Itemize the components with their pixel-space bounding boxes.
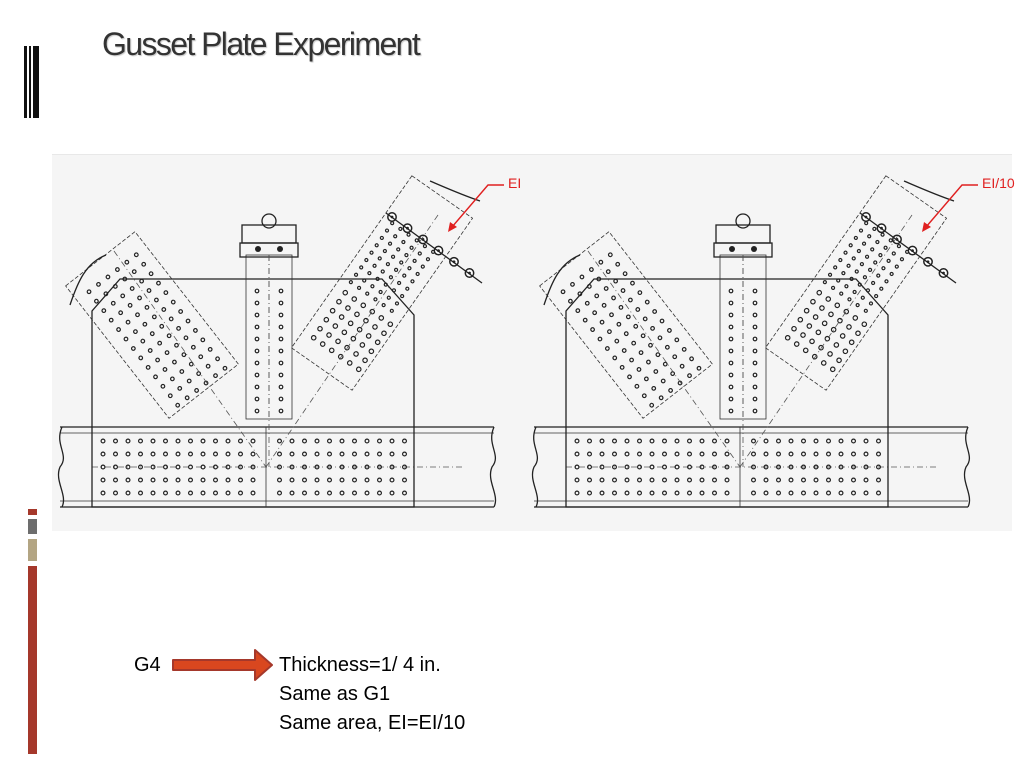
right-diagonal-bolt-holes	[784, 289, 868, 373]
slide-title: Gusset Plate Experiment	[102, 26, 421, 62]
accent-bar-red-long	[28, 566, 37, 754]
actuator-block	[241, 224, 297, 244]
chord-bolt-holes-right	[277, 438, 408, 496]
left-diagonal-member	[65, 231, 239, 419]
beam-break-left	[57, 426, 65, 508]
chord-bolt-holes-right	[751, 438, 882, 496]
work-line-left	[113, 250, 267, 468]
accent-bar-red-small	[28, 509, 37, 515]
gusset-plate-outline	[91, 278, 415, 508]
gusset-drawing-1	[57, 175, 504, 508]
callout-leader-line	[451, 184, 504, 228]
actuator-bolt	[729, 246, 735, 252]
corner-decoration	[24, 46, 40, 118]
accent-bar-tan	[28, 539, 37, 561]
right-diagonal-break	[429, 180, 481, 202]
actuator-pin	[261, 213, 277, 229]
drawing-panel: EI EI/10	[52, 154, 1015, 531]
flange-plate-edge	[859, 212, 957, 284]
left-diagonal-break	[69, 254, 107, 306]
gusset-drawings	[57, 175, 978, 508]
note-stiffness: Same area, EI=EI/10	[279, 712, 466, 734]
actuator-bolt	[277, 246, 283, 252]
beam-break-right	[963, 426, 971, 508]
beam-break-right	[489, 426, 497, 508]
callout-label-ei-10: EI/10	[982, 175, 1015, 191]
vertical-bolt-holes	[728, 288, 758, 414]
right-diagonal-member	[290, 175, 474, 391]
vertical-bolt-holes	[254, 288, 284, 414]
work-line-right	[265, 214, 439, 468]
note-thickness: Thickness=1/ 4 in.	[279, 654, 441, 676]
right-diagonal-break	[903, 180, 955, 202]
specimen-label: G4	[134, 654, 161, 676]
right-arrow-icon	[172, 649, 273, 681]
beam-break-left	[531, 426, 539, 508]
left-diagonal-bolt-holes	[86, 252, 228, 408]
actuator-bolt	[255, 246, 261, 252]
flange-plate-edge	[385, 212, 483, 284]
accent-bar-gray	[28, 519, 37, 534]
specimen-notes: Thickness=1/ 4 in. Same as G1 Same area,…	[279, 651, 465, 738]
gusset-plate-outline	[565, 278, 889, 508]
gusset-drawing-2	[531, 175, 978, 508]
callout-label-ei: EI	[508, 175, 522, 191]
chord-bolt-holes-left	[574, 438, 730, 496]
work-line-right	[739, 214, 913, 468]
chord-bolt-holes-left	[100, 438, 256, 496]
actuator-pin	[735, 213, 751, 229]
actuator-block	[715, 224, 771, 244]
callout-arrowhead	[922, 222, 931, 232]
callout-leader-line	[925, 184, 978, 228]
left-diagonal-break	[543, 254, 581, 306]
right-diagonal-bolt-holes	[310, 289, 394, 373]
right-diagonal-member	[764, 175, 948, 391]
left-diagonal-bolt-holes	[560, 252, 702, 408]
work-line-left	[587, 250, 741, 468]
actuator-bolt	[751, 246, 757, 252]
callout-arrowhead	[448, 222, 457, 232]
right-diagonal-pattern	[822, 221, 910, 313]
note-same-as: Same as G1	[279, 683, 391, 705]
right-diagonal-pattern	[348, 221, 436, 313]
